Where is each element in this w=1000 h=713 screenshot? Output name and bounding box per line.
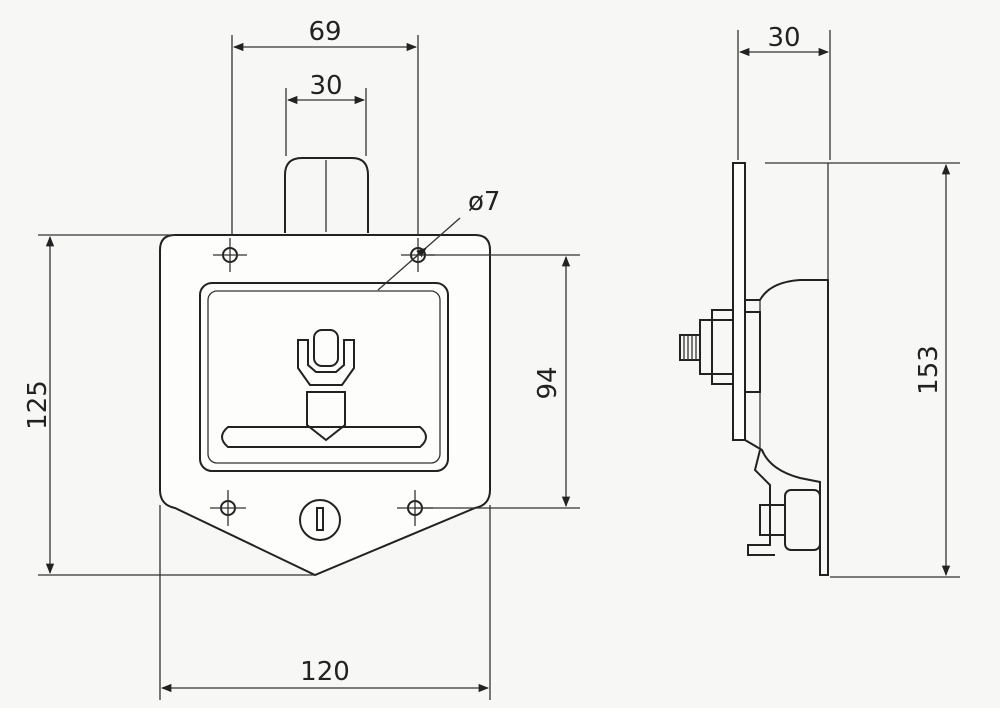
dim-120-label: 120 [300, 657, 350, 687]
side-lock-cylinder [747, 449, 821, 556]
t-handle-bar [221, 426, 427, 448]
dim-69: 69 [231, 17, 419, 235]
t-handle-clevis [297, 339, 355, 386]
side-view: 30 153 [679, 23, 960, 578]
side-stud [679, 309, 761, 393]
dim-120: 120 [159, 505, 491, 700]
dim-hole-diameter: ø7 [377, 187, 500, 291]
mounting-hole-bottom-left [210, 490, 246, 526]
dim-94-label: 94 [533, 366, 563, 399]
dim-94: 94 [415, 254, 580, 509]
dim-hole-diameter-label: ø7 [468, 187, 500, 217]
dim-30-handle: 30 [285, 71, 367, 156]
inner-recess-inner [207, 290, 441, 464]
t-handle-stem [306, 391, 346, 442]
mounting-hole-top-left [213, 238, 247, 272]
inner-recess-outer [199, 282, 449, 472]
dim-125-label: 125 [23, 380, 53, 430]
front-view: 69 30 ø7 125 94 [23, 17, 580, 700]
side-body [744, 279, 829, 576]
key-lock [299, 499, 341, 541]
dim-30-side: 30 [737, 23, 831, 160]
dim-153-label: 153 [914, 345, 944, 395]
dim-153: 153 [765, 162, 960, 578]
dim-30-side-label: 30 [767, 23, 800, 53]
dim-69-label: 69 [308, 17, 341, 47]
handle-tab [284, 157, 369, 233]
dim-30-handle-label: 30 [309, 71, 342, 101]
side-plate [732, 162, 746, 441]
dim-125: 125 [23, 234, 315, 576]
outer-plate [159, 234, 491, 577]
